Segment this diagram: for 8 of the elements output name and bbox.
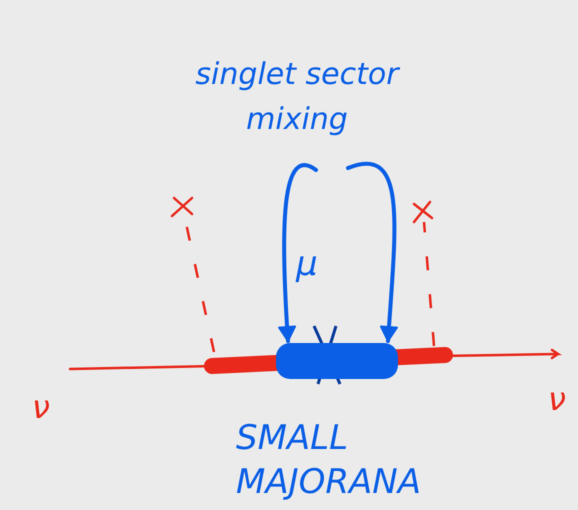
particle-label: ν — [32, 388, 51, 426]
curved-arrow — [346, 162, 398, 343]
handwritten-label: SMALL MAJORANA — [236, 417, 422, 504]
handwritten-label: singlet sector mixing — [194, 56, 401, 139]
curved-arrow — [278, 163, 318, 343]
propagator-bar — [276, 343, 398, 379]
particle-label: ν — [548, 380, 567, 418]
coupling-label: μ — [296, 244, 319, 285]
